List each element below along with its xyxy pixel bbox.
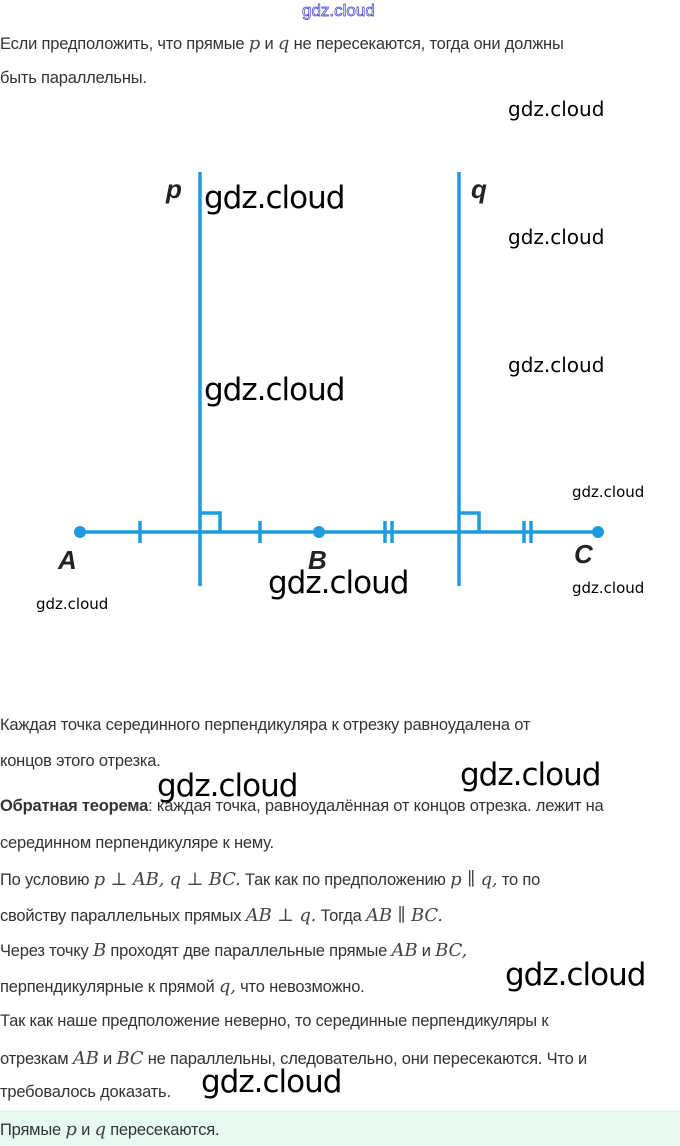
- label-b: B: [308, 545, 327, 575]
- watermark: gdz.cloud: [36, 595, 109, 613]
- math-expression: q: [277, 33, 290, 54]
- text-line: Если предположить, что прямые p и q не п…: [0, 33, 564, 54]
- text-segment: перпендикулярные к прямой: [0, 978, 219, 996]
- text-segment: Прямые: [0, 1121, 66, 1139]
- text-segment: Так как по предположению: [240, 871, 451, 889]
- point-c: [592, 526, 604, 538]
- watermark: gdz.cloud: [508, 97, 605, 121]
- text-segment: Каждая точка серединного перпендикуляра …: [0, 716, 531, 734]
- text-line: отрезкам AB и BC не параллельны, следова…: [0, 1048, 587, 1069]
- label-a: A: [57, 545, 77, 575]
- text-segment: не параллельны, следовательно, они перес…: [143, 1050, 587, 1068]
- text-segment: и: [417, 942, 436, 960]
- text-line: быть параллельны.: [0, 69, 147, 88]
- text-line: требовалось доказать.: [0, 1083, 171, 1102]
- text-line: Обратная теорема: каждая точка, равноуда…: [0, 797, 604, 816]
- text-segment: пересекаются.: [105, 1121, 220, 1139]
- text-line: свойству параллельных прямых AB ⊥ q. Тог…: [0, 905, 443, 926]
- watermark: gdz.cloud: [460, 757, 601, 793]
- text-segment: концов этого отрезка.: [0, 752, 161, 770]
- watermark: gdz.cloud: [508, 225, 605, 249]
- text-line: концов этого отрезка.: [0, 752, 161, 771]
- watermark: gdz.cloud: [157, 768, 298, 804]
- text-segment: отрезкам: [0, 1050, 73, 1068]
- text-line: По условию p ⊥ AB, q ⊥ BC. Так как по пр…: [0, 869, 540, 890]
- math-expression: p ∥ q,: [450, 869, 498, 890]
- math-expression: AB: [391, 940, 418, 961]
- text-line: серединном перпендикуляре к нему.: [0, 834, 274, 853]
- text-segment: и: [76, 1121, 95, 1139]
- text-segment: требовалось доказать.: [0, 1083, 171, 1101]
- math-expression: BC: [116, 1048, 144, 1069]
- text-segment: проходят две параллельные прямые: [105, 942, 392, 960]
- header-watermark: gdz.cloud: [302, 1, 375, 21]
- text-segment: то по: [497, 871, 541, 889]
- label-c: C: [574, 539, 594, 569]
- math-expression: AB ∥ BC.: [366, 905, 443, 926]
- text-segment: свойству параллельных прямых: [0, 907, 246, 925]
- watermark: gdz.cloud: [204, 180, 345, 216]
- watermark: gdz.cloud: [505, 957, 646, 993]
- watermark: gdz.cloud: [268, 565, 409, 601]
- right-angle-p: [200, 511, 222, 532]
- label-q: q: [471, 174, 487, 204]
- answer-box: [0, 1110, 680, 1146]
- math-expression: AB: [72, 1048, 99, 1069]
- text-segment: быть параллельны.: [0, 69, 147, 87]
- text-segment: серединном перпендикуляре к нему.: [0, 834, 274, 852]
- text-line: Так как наше предположение неверно, то с…: [0, 1012, 549, 1031]
- watermark: gdz.cloud: [508, 353, 605, 377]
- text-segment: : каждая точка, равноудалённая от концов…: [148, 797, 604, 815]
- text-segment: Так как наше предположение неверно, то с…: [0, 1012, 549, 1030]
- text-segment: Если предположить, что прямые: [0, 35, 249, 53]
- text-segment: Через точку: [0, 942, 93, 960]
- watermark: gdz.cloud: [204, 372, 345, 408]
- bold-term: Обратная теорема: [0, 797, 149, 815]
- math-expression: q: [94, 1119, 106, 1140]
- text-segment: не пересекаются, тогда они должны: [289, 35, 564, 53]
- right-angle-q: [459, 511, 481, 532]
- math-expression: p: [248, 33, 261, 54]
- text-line: Каждая точка серединного перпендикуляра …: [0, 716, 530, 735]
- text-segment: и: [260, 35, 278, 53]
- math-expression: q,: [218, 976, 236, 997]
- math-expression: B: [92, 940, 106, 961]
- text-segment: что невозможно.: [235, 978, 365, 996]
- text-segment: Тогда: [316, 907, 367, 925]
- label-p: p: [165, 174, 182, 204]
- watermark: gdz.cloud: [572, 483, 645, 501]
- point-b: [313, 526, 325, 538]
- text-segment: и: [98, 1050, 117, 1068]
- point-a: [74, 526, 86, 538]
- watermark: gdz.cloud: [572, 579, 645, 597]
- math-expression: p ⊥ AB, q ⊥ BC.: [93, 869, 241, 890]
- math-expression: AB ⊥ q.: [245, 905, 317, 926]
- watermark: gdz.cloud: [201, 1064, 342, 1100]
- math-expression: BC,: [435, 940, 467, 961]
- text-segment: По условию: [0, 871, 94, 889]
- math-expression: p: [65, 1119, 77, 1140]
- text-line: перпендикулярные к прямой q, что невозмо…: [0, 976, 365, 997]
- answer-text: Прямые p и q пересекаются.: [0, 1119, 220, 1140]
- geometry-figure: p q A B C: [57, 172, 604, 586]
- text-line: Через точку B проходят две параллельные …: [0, 940, 467, 961]
